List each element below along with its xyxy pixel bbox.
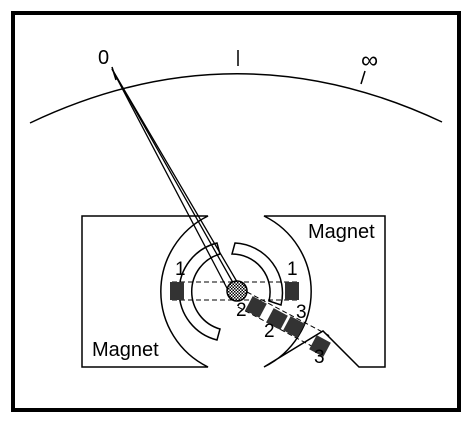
right-magnet-label: Magnet — [308, 221, 375, 243]
left-magnet — [81, 215, 209, 368]
coil-label-3-upper: 3 — [296, 302, 307, 323]
coil-label-left-1: 1 — [175, 259, 186, 280]
coil-label-right-2: 2 — [264, 321, 275, 342]
right-magnet — [263, 215, 386, 368]
core-ring-right — [231, 242, 284, 306]
coil-block-3-upper — [283, 316, 305, 338]
coil-block-right-2 — [266, 308, 288, 330]
coil-label-right-1: 1 — [287, 259, 298, 280]
coil-block-left-2 — [245, 296, 267, 318]
meter-needle — [111, 68, 244, 293]
coil-block-right-1 — [285, 282, 299, 300]
scale-zero-label: 0 — [98, 47, 109, 69]
pivot-hub — [226, 280, 248, 302]
scale-infinity-label: ∞ — [361, 47, 378, 74]
meter-frame — [11, 11, 461, 412]
coil-block-3-lower — [309, 335, 331, 357]
core-ring-left — [178, 242, 221, 341]
coil-label-3-lower: 3 — [314, 347, 325, 368]
scale-tick-infinity — [360, 70, 366, 85]
left-magnet-label: Magnet — [92, 339, 159, 361]
coil-block-left-1 — [170, 282, 184, 300]
coil-label-left-2: 2 — [236, 300, 247, 321]
scale-arc — [29, 73, 443, 124]
